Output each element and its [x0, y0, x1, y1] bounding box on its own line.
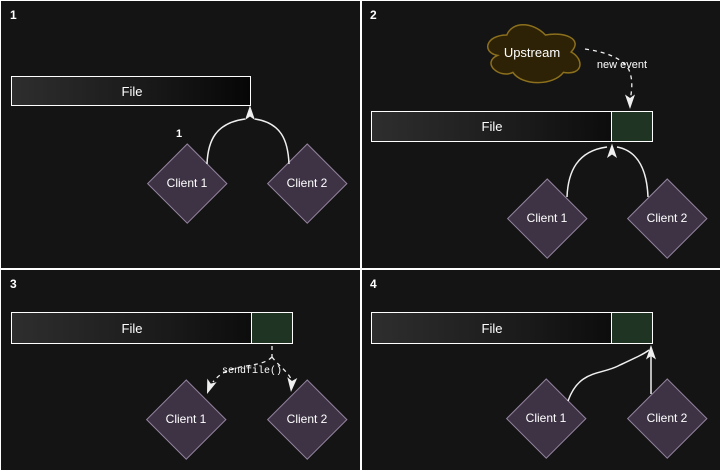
new-event-dashed-curve: [584, 48, 633, 102]
client-1-node-panel-3: Client 1: [146, 379, 226, 459]
panel-4-number: 4: [370, 277, 377, 291]
client-2-node-panel-4: Client 2: [627, 378, 707, 458]
client-1-label: Client 1: [166, 176, 208, 190]
file-box-panel-4: File: [371, 312, 653, 344]
client-2-node-panel-2: Client 2: [627, 178, 707, 258]
file-label: File: [481, 119, 503, 134]
file-box-panel-2: File: [371, 111, 653, 142]
client-1-node-panel-1: Client 1: [147, 143, 227, 223]
new-event-label: new event: [596, 59, 648, 71]
arrow-annotation-1: 1: [175, 128, 183, 140]
client-2-node-panel-3: Client 2: [267, 379, 347, 459]
vertical-divider: [360, 1, 362, 470]
panel-3-number: 3: [10, 277, 17, 291]
horizontal-divider: [1, 268, 720, 270]
new-event-segment: [611, 112, 652, 141]
new-event-segment: [611, 313, 652, 343]
arrowhead-down-new-event: [625, 94, 635, 109]
panel-2-number: 2: [370, 8, 377, 22]
client-1-label: Client 1: [526, 211, 568, 225]
panel-1-number: 1: [10, 8, 17, 22]
arrowhead-up-panel-1: [245, 105, 255, 120]
client-1-node-panel-2: Client 1: [507, 178, 587, 258]
client-1-label: Client 1: [165, 412, 207, 426]
file-label: File: [121, 83, 143, 99]
arrowhead-up-panel-2: [607, 143, 617, 158]
client-2-label: Client 2: [286, 412, 328, 426]
sendfile-syscall-label: sendfile(): [221, 366, 282, 377]
file-box-panel-1: File: [11, 76, 251, 106]
client-2-label: Client 2: [286, 176, 328, 190]
arrowhead-up-panel-4: [646, 345, 656, 360]
upstream-cloud-label: Upstream: [503, 45, 561, 60]
file-label: File: [121, 320, 143, 336]
file-label: File: [481, 320, 503, 336]
file-box-panel-3: File: [11, 312, 293, 344]
client-2-label: Client 2: [646, 211, 688, 225]
client-2-node-panel-1: Client 2: [267, 143, 347, 223]
client-2-label: Client 2: [646, 411, 688, 425]
new-event-segment: [251, 313, 292, 343]
client-1-node-panel-4: Client 1: [506, 378, 586, 458]
client-1-label: Client 1: [525, 411, 567, 425]
